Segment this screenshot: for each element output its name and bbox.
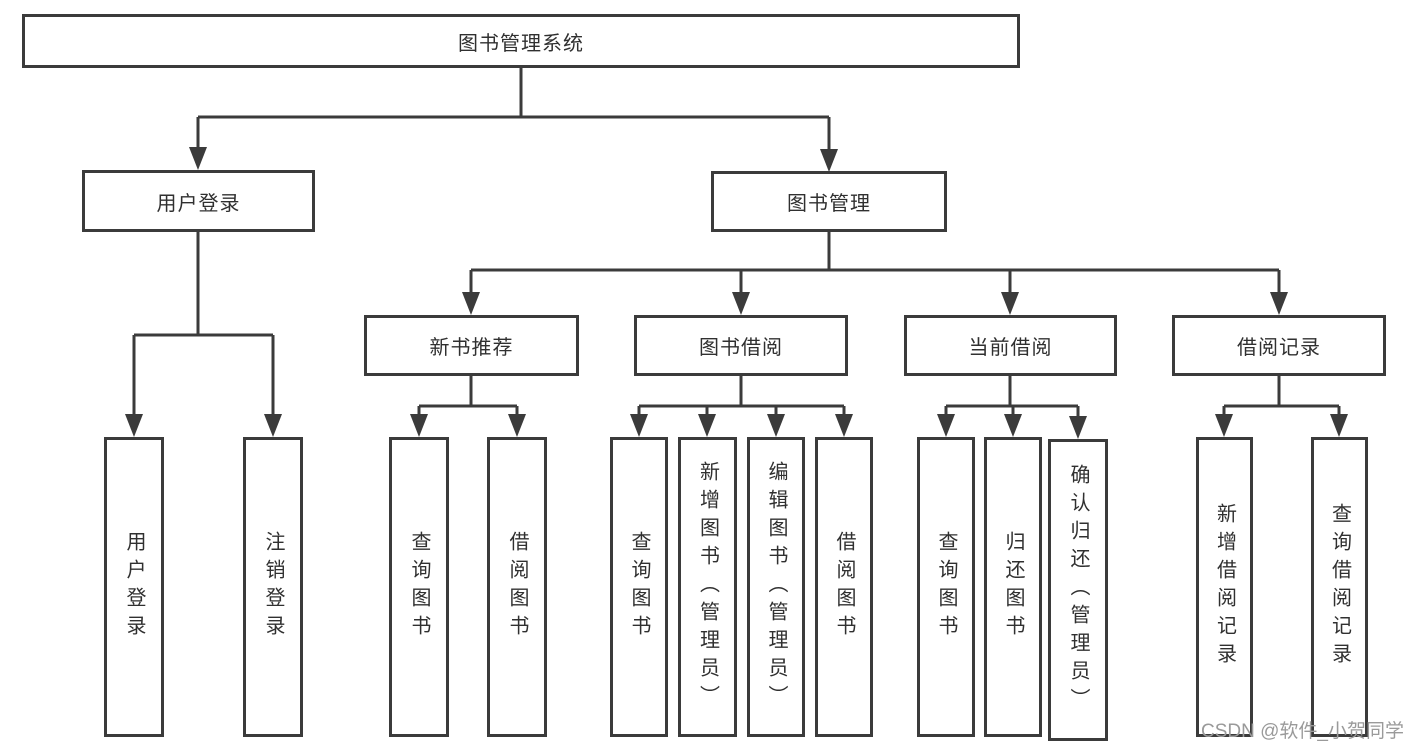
arrow-down [698, 414, 716, 437]
node-label: 新书推荐 [429, 337, 514, 359]
node-leaf-recommend-query-books: 查询图书 [389, 437, 449, 737]
arrow-down [767, 414, 785, 437]
node-label: 当前借阅 [968, 337, 1053, 359]
arrow-down [1270, 292, 1288, 315]
connector-recommend-to-leaves [417, 376, 519, 419]
node-label: 借阅记录 [1237, 337, 1321, 359]
node-label: 注销登录 [262, 531, 284, 643]
node-new-book-recommend: 新书推荐 [364, 315, 579, 376]
node-label: 查询图书 [628, 531, 650, 643]
arrow-down [1330, 414, 1348, 437]
node-leaf-confirm-return-admin: 确认归还（管理员） [1048, 439, 1108, 741]
arrow-down [820, 149, 838, 172]
watermark-text: CSDN @软件_小贺同学 [1201, 721, 1404, 742]
node-label: 借阅图书 [833, 531, 855, 643]
connector-borrowing-to-leaves [637, 376, 846, 419]
node-leaf-edit-books-admin: 编辑图书（管理员） [747, 437, 805, 737]
connector-current-to-leaves [944, 376, 1080, 421]
arrow-down [189, 147, 207, 170]
arrow-down [264, 414, 282, 437]
node-leaf-add-borrow-record: 新增借阅记录 [1196, 437, 1253, 737]
node-label: 用户登录 [123, 531, 145, 643]
node-book-borrowing: 图书借阅 [634, 315, 848, 376]
node-leaf-borrowing-borrow-books: 借阅图书 [815, 437, 873, 737]
node-leaf-return-books: 归还图书 [984, 437, 1042, 737]
node-label: 借阅图书 [506, 531, 528, 643]
arrow-down [508, 414, 526, 437]
arrow-down [835, 414, 853, 437]
connector-records-to-leaves [1222, 376, 1341, 419]
node-leaf-borrowing-query-books: 查询图书 [610, 437, 668, 737]
connector-root-to-level2 [196, 67, 831, 152]
arrow-down [1215, 414, 1233, 437]
node-leaf-logout: 注销登录 [243, 437, 303, 737]
node-library-system: 图书管理系统 [22, 14, 1020, 68]
node-current-borrowing: 当前借阅 [904, 315, 1117, 376]
node-book-management: 图书管理 [711, 171, 947, 232]
node-leaf-current-query-books: 查询图书 [917, 437, 975, 737]
connector-userlogin-to-leaves [132, 232, 275, 419]
node-borrowing-records: 借阅记录 [1172, 315, 1386, 376]
node-label: 新增借阅记录 [1213, 503, 1236, 671]
arrow-down [462, 292, 480, 315]
node-label: 图书借阅 [699, 337, 783, 359]
connector-bookmgmt-to-modules [469, 232, 1281, 297]
node-label: 图书管理 [787, 193, 871, 215]
arrow-down [732, 292, 750, 315]
node-label: 新增图书（管理员） [696, 461, 719, 713]
arrow-down [410, 414, 428, 437]
node-label: 查询借阅记录 [1328, 503, 1351, 671]
arrow-down [1004, 414, 1022, 437]
node-label: 用户登录 [156, 192, 241, 215]
node-label: 归还图书 [1002, 531, 1024, 643]
arrow-down [125, 414, 143, 437]
node-leaf-add-books-admin: 新增图书（管理员） [678, 437, 737, 737]
node-leaf-recommend-borrow-books: 借阅图书 [487, 437, 547, 737]
arrow-down [630, 414, 648, 437]
node-label: 确认归还（管理员） [1067, 464, 1089, 716]
node-leaf-user-login: 用户登录 [104, 437, 164, 737]
node-leaf-query-borrow-record: 查询借阅记录 [1311, 437, 1368, 737]
arrow-down [1069, 416, 1087, 439]
node-label: 图书管理系统 [458, 32, 584, 55]
node-user-login-branch: 用户登录 [82, 170, 315, 232]
arrow-down [1001, 292, 1019, 315]
arrow-down [937, 414, 955, 437]
node-label: 编辑图书（管理员） [765, 461, 787, 713]
node-label: 查询图书 [935, 531, 957, 643]
node-label: 查询图书 [408, 531, 430, 643]
